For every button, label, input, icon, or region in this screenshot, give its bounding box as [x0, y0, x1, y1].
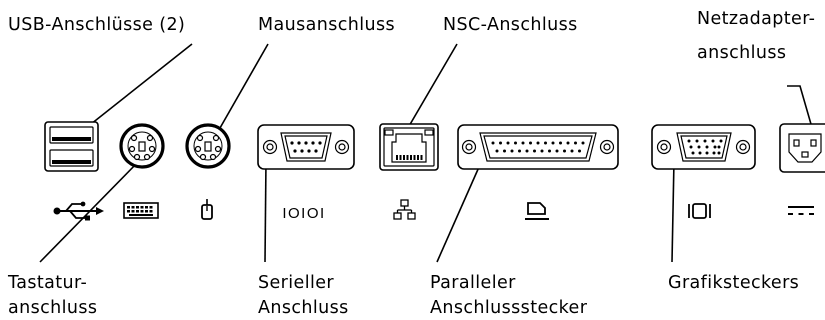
label-keyboard-line1: Tastatur- — [7, 273, 87, 293]
video-port-connector — [651, 124, 756, 170]
label-parallel-line2: Anschlussstecker — [430, 298, 588, 318]
usb-ports-connector — [44, 121, 99, 172]
leader-serial — [264, 159, 267, 263]
mouse-port-connector — [185, 123, 231, 169]
label-usb-ports: USB-Anschlüsse (2) — [8, 15, 185, 35]
label-nsc-port: NSC-Anschluss — [443, 15, 578, 35]
network-icon — [393, 199, 416, 220]
keyboard-icon — [123, 202, 159, 219]
leader-mouse — [215, 43, 269, 136]
label-video-port: Grafiksteckers — [668, 273, 799, 293]
leader-video — [671, 159, 675, 263]
label-keyboard-line2: anschluss — [8, 298, 97, 318]
usb-icon — [53, 201, 104, 221]
power-adapter-port-connector — [779, 123, 825, 173]
label-parallel-line1: Paralleler — [430, 273, 516, 293]
keyboard-port-connector — [119, 123, 165, 169]
leader-parallel — [436, 166, 480, 263]
printer-icon — [525, 202, 549, 220]
nsc-network-port-connector — [379, 123, 439, 171]
serial-symbol-icon: IOIOI — [282, 205, 325, 222]
leader-nsc — [404, 43, 458, 134]
label-serial-line2: Anschluss — [258, 298, 349, 318]
monitor-icon — [688, 203, 711, 219]
parallel-port-connector — [457, 124, 619, 170]
label-mouse-port: Mausanschluss — [258, 15, 395, 35]
mouse-icon — [201, 199, 213, 220]
serial-port-connector — [257, 124, 355, 170]
label-power-line1: Netzadapter- — [697, 9, 815, 29]
label-power-line2: anschluss — [697, 43, 786, 63]
dc-power-icon — [788, 206, 814, 215]
leader-power — [787, 85, 816, 139]
leader-usb — [85, 43, 193, 129]
label-serial-line1: Serieller — [258, 273, 334, 293]
